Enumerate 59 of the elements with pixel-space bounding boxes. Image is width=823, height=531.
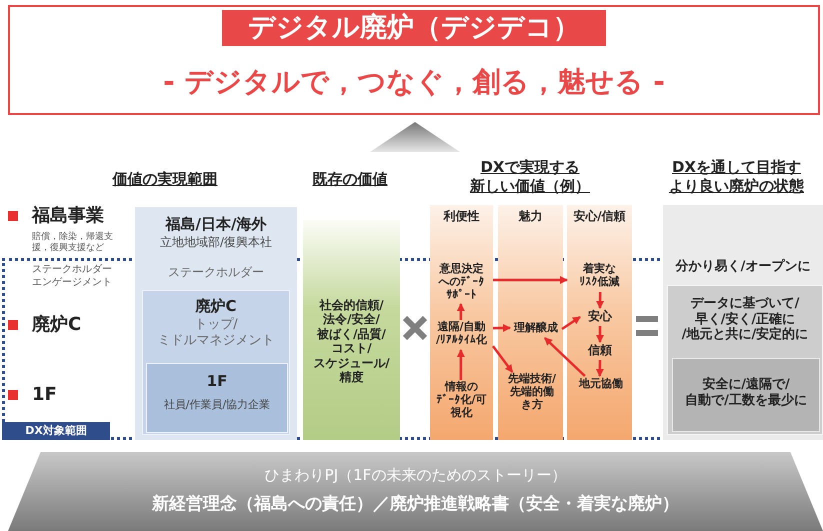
goal-panel [667,285,823,435]
row-note: ステークホルダーエンゲージメント [32,264,113,289]
arrow [492,345,514,373]
row-note: 賠償，除染，帰還支援，復興支援など [32,232,114,254]
goal-text: データに基づいて/早く/安く/正確に/地元と共に/安定的に [680,296,810,343]
title-banner: デジタル廃炉（デジデコ） [222,10,606,46]
value-column [430,205,493,440]
row-heading: 廃炉C [32,314,82,336]
policy-text: 新経営理念（福島への責任）／廃炉推進戦略書（安全・着実な廃炉） [150,494,680,514]
value-text: 意思決定へのﾃﾞｰﾀｻﾎﾟｰﾄ [430,262,493,304]
value-list-text: 社会的信頼/法令/安全/被ばく/品質/コスト/スケジュール/精度 [312,298,391,384]
value-column [498,205,563,440]
goal-panel [663,205,823,440]
arrow [596,292,604,309]
arrow [596,360,604,377]
arrow [544,337,586,377]
value-text: 地元協働 [570,376,632,394]
arrow [561,316,581,330]
arrow [493,276,568,284]
column-heading: DXを通して目指すより良い廃炉の状態 [668,158,805,196]
scope-panel [135,207,297,440]
column-heading: 安心/信頼 [572,209,627,224]
scope-panel [146,363,288,433]
goal-panel [672,358,820,432]
management-text: トップ/ミドルマネジメント [156,317,276,348]
value-text: 理解醸成 [510,320,562,338]
value-text: 着実なﾘｽｸ低減 [567,262,632,292]
row-heading: 福島事業 [32,205,105,228]
region-text: 福島/日本/海外 [164,215,268,233]
stakeholder-text: ステークホルダー [167,265,265,280]
value-column [567,205,632,440]
value-text: 信頼 [580,342,620,360]
arrow [456,349,465,380]
scope-tag: DX対象範囲 [2,422,110,440]
organization-text: 廃炉C [194,297,238,315]
workforce-text: 社員/作業員/協力企業 [162,398,272,412]
value-text: 安心 [580,308,620,326]
row-heading: 1F [32,384,58,406]
title-box [8,5,820,115]
value-text: 遠隔/自動/ﾘｱﾙﾀｲﾑ化 [430,320,493,350]
arrow [596,326,604,343]
arrow [492,324,511,332]
value-text: 情報のﾃﾞｰﾀ化/可視化 [430,380,493,425]
department-text: 立地地域部/復興本社 [158,235,274,250]
slogan-text: - デジタルで，つなぐ，創る，魅せる - [162,65,666,99]
existing-value-panel [303,220,400,440]
column-heading: DXで実現する新しい価値（例） [468,158,591,196]
site-text: 1F [206,372,228,390]
column-heading: 魅力 [517,209,544,224]
project-text: ひまわりPJ（1Fの未来のためのストーリー） [264,466,568,484]
goal-text: 安全に/遠隔で/自動で/工数を最少に [684,377,808,408]
arrow [456,303,465,320]
value-text: 先端技術/先端的働き方 [503,372,561,420]
foundation-trapezoid [8,452,823,531]
goal-text: 分かり易く/オープンに [674,259,812,275]
column-heading: 既存の価値 [312,170,388,189]
scope-panel [142,290,290,435]
column-heading: 利便性 [442,209,480,224]
column-heading: 価値の実現範囲 [111,170,218,189]
